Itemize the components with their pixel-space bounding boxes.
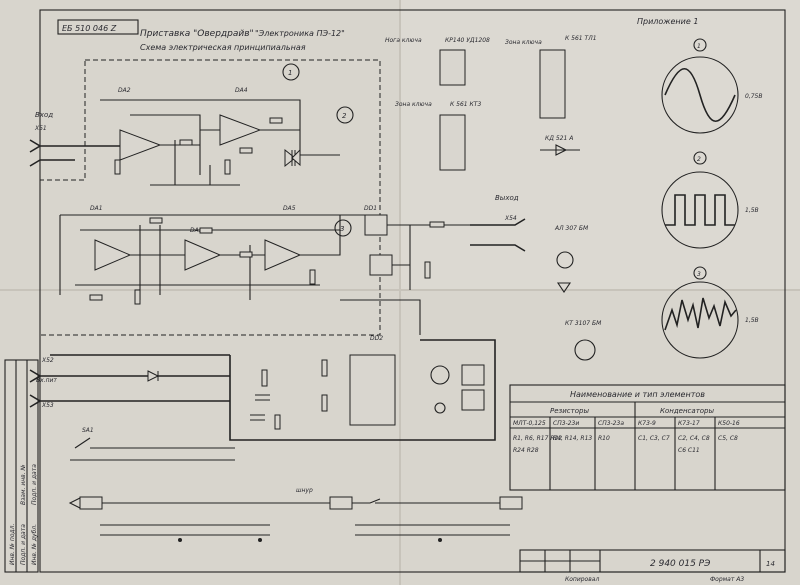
pinout-chip-3: К 561 КТ3 bbox=[450, 101, 481, 108]
scope-2-dim: 1,5В bbox=[745, 207, 759, 214]
x51-label: Х51 bbox=[34, 125, 47, 132]
pinout-label-2: Зона ключа bbox=[505, 39, 542, 46]
side-strip: Инв. № подл. Подп. и дата Взам. инв. № И… bbox=[4, 359, 39, 573]
stage-row-2: DA1 DA3 DA5 bbox=[59, 205, 370, 305]
scope-sine bbox=[661, 56, 739, 134]
appendix-label: Приложение 1 bbox=[637, 17, 698, 26]
output-label: Выход bbox=[495, 194, 519, 202]
table-heading: Наименование и тип элементов bbox=[570, 390, 705, 399]
cord-label: шнур bbox=[296, 487, 313, 494]
table-group-res: Резисторы bbox=[550, 407, 589, 415]
parts-table: Наименование и тип элементов Резисторы К… bbox=[509, 384, 786, 491]
switch-sa1: SA1 bbox=[70, 427, 235, 461]
table-col-1: СП3-23и bbox=[553, 420, 579, 427]
paper-quad-tr bbox=[400, 0, 800, 290]
transistor-part: КТ 3107 БМ bbox=[565, 320, 602, 327]
transistor-vt1 bbox=[430, 365, 450, 385]
chip-dd2 bbox=[349, 354, 396, 426]
table-group-cap: Конденсаторы bbox=[660, 407, 714, 415]
x52-label: Х52 bbox=[41, 357, 54, 364]
callout-1-num: 1 bbox=[288, 69, 292, 77]
pinout-dip-2 bbox=[539, 49, 566, 119]
dd1-label: DD1 bbox=[364, 205, 377, 212]
switch-section: DD1 bbox=[340, 205, 470, 335]
led-part: АЛ 307 БМ bbox=[554, 225, 589, 232]
led-vd4 bbox=[434, 402, 446, 414]
dd1-switch-b bbox=[369, 254, 393, 276]
scope-3-dim: 1,5В bbox=[745, 317, 759, 324]
table-cell: C5, C8 bbox=[718, 435, 738, 442]
strip-0: Инв. № подл. bbox=[9, 524, 16, 565]
table-cell: C6 C11 bbox=[678, 447, 700, 454]
table-cell: C2, C4, C8 bbox=[678, 435, 710, 442]
table-cell: R10 bbox=[598, 435, 610, 442]
pinout-label-3: Зона ключа bbox=[395, 101, 432, 108]
callout-2 bbox=[336, 106, 354, 124]
strip-3: Инв. № дубл. bbox=[31, 524, 38, 565]
callout-3-num: 3 bbox=[340, 225, 344, 233]
scope-square bbox=[661, 171, 739, 249]
diode-vd1 bbox=[147, 370, 160, 382]
title-stamp: 2 940 015 РЭ 14 Копировал Формат А3 bbox=[519, 549, 786, 583]
output-connector: Выход Х54 bbox=[470, 194, 526, 252]
table-col-2: СП3-23а bbox=[598, 420, 624, 427]
strip-2: Взам. инв. № bbox=[20, 464, 27, 505]
table-col-4: К73-17 bbox=[678, 420, 700, 427]
opamp-da1 bbox=[94, 239, 132, 271]
dd2-label: DD2 bbox=[370, 335, 383, 342]
da1-label: DA1 bbox=[90, 205, 103, 212]
scope-2-num: 2 bbox=[697, 156, 701, 163]
callout-3 bbox=[334, 219, 352, 237]
stage-row-1: DA2 DA4 bbox=[100, 87, 340, 186]
pinout-section: Нога ключа КР140 УД1208 Зона ключа К 561… bbox=[385, 35, 602, 361]
scope-figures: 1 0,75В 2 1,5В 3 1,5В bbox=[661, 38, 762, 359]
pinout-chip-2: К 561 ТЛ1 bbox=[565, 35, 597, 42]
stamp-format: Формат А3 bbox=[710, 576, 744, 583]
scope-1-num: 1 bbox=[697, 43, 701, 50]
device-name: "Электроника ПЭ-12" bbox=[255, 29, 345, 38]
sheet-number: 14 bbox=[766, 560, 775, 568]
table-col-0: МЛТ-0,125 bbox=[513, 420, 546, 427]
table-cell: R4, R14, R13 bbox=[553, 435, 592, 442]
sa1-label: SA1 bbox=[82, 427, 94, 434]
pinout-label-1: Нога ключа bbox=[385, 37, 422, 44]
title: Приставка "Овердрайв" bbox=[140, 29, 254, 39]
table-col-5: К50-16 bbox=[718, 420, 740, 427]
input-label: Вход bbox=[35, 111, 53, 119]
pinout-dip-1 bbox=[439, 49, 466, 86]
strip-1: Подп. и дата bbox=[20, 524, 27, 565]
subtitle: Схема электрическая принципиальная bbox=[140, 43, 306, 52]
power-section: Х52 Х53 Вх.пит DD2 bbox=[29, 335, 496, 441]
pinout-dip-3 bbox=[439, 114, 466, 171]
da4-label: DA4 bbox=[235, 87, 248, 94]
scope-3-num: 3 bbox=[697, 271, 701, 278]
power-label: Вх.пит bbox=[36, 377, 57, 384]
table-cell: C1, C3, C7 bbox=[638, 435, 670, 442]
drawing-number: 2 940 015 РЭ bbox=[650, 559, 711, 569]
doc-code: ЕБ 510 046 Z bbox=[62, 24, 117, 33]
strip-4: Подп. и дата bbox=[31, 464, 38, 505]
x54-label: Х54 bbox=[504, 215, 517, 222]
table-cell: R24 R28 bbox=[513, 447, 539, 454]
input-connector: Вход Х51 bbox=[29, 111, 120, 167]
pinout-chip-1: КР140 УД1208 bbox=[445, 37, 490, 44]
opamp-da2 bbox=[119, 129, 162, 161]
stamp-copied: Копировал bbox=[565, 576, 599, 583]
callout-2-num: 2 bbox=[342, 112, 347, 120]
callout-1 bbox=[282, 63, 300, 81]
cord-drawing: шнур bbox=[68, 487, 523, 542]
diode-part: КД 521 А bbox=[545, 135, 573, 142]
table-col-3: К73-9 bbox=[638, 420, 656, 427]
table-cell: R1, R6, R17 R22 bbox=[513, 435, 562, 442]
scope-1-dim: 0,75В bbox=[745, 93, 762, 100]
scope-noise bbox=[661, 281, 739, 359]
x53-label: Х53 bbox=[41, 402, 54, 409]
da5-label: DA5 bbox=[283, 205, 296, 212]
doc-code-box: ЕБ 510 046 Z bbox=[57, 19, 139, 35]
dd1-switch-a bbox=[364, 214, 388, 236]
da2-label: DA2 bbox=[118, 87, 131, 94]
